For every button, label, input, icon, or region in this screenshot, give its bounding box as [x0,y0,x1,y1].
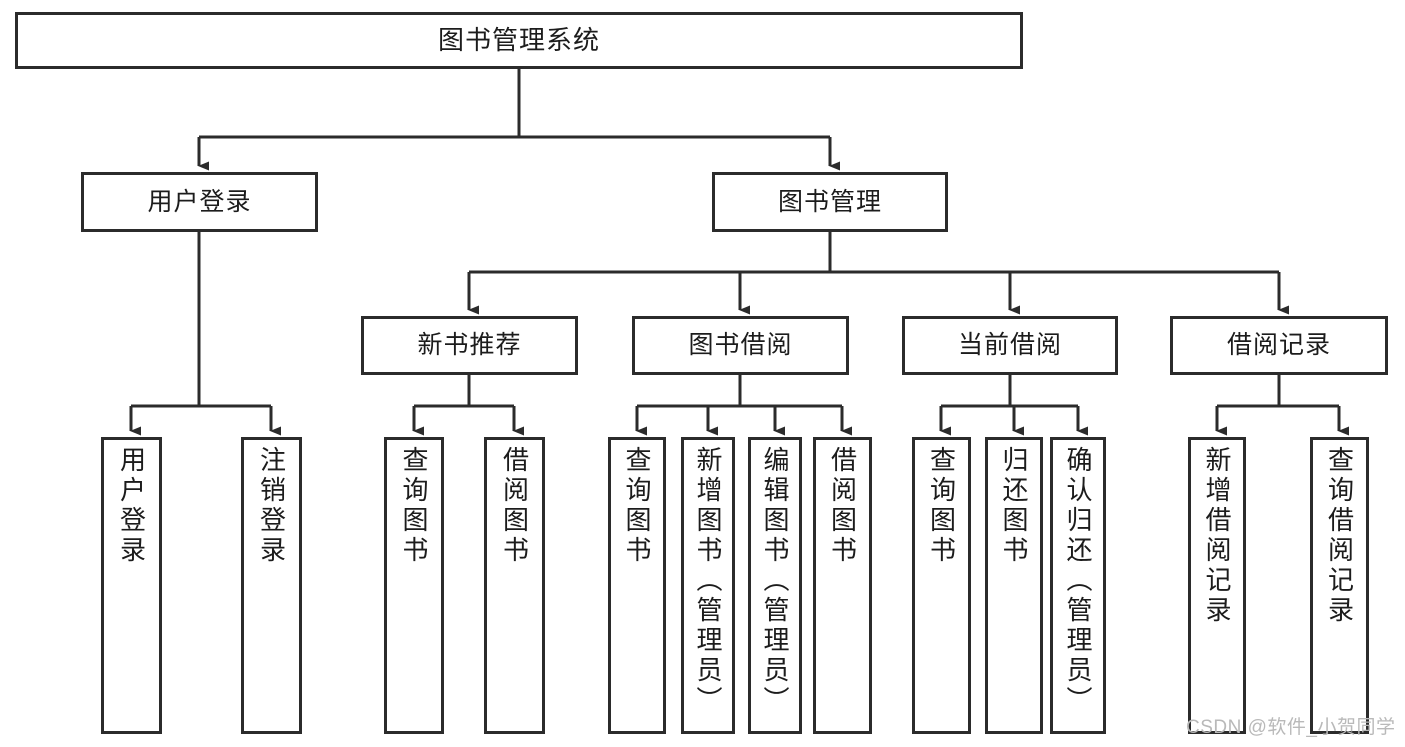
node-label: 新增图书（管理员） [693,446,723,716]
node-label: 图书借阅 [688,331,793,359]
node-leaf-query-book-recommend[interactable]: 查询图书 [384,437,444,734]
node-label: 查询借阅记录 [1324,446,1355,626]
node-label: 借阅图书 [827,446,858,566]
node-user-login[interactable]: 用户登录 [81,172,318,232]
node-label: 借阅图书 [499,446,530,566]
node-book-manage[interactable]: 图书管理 [712,172,948,232]
node-label: 借阅记录 [1226,331,1331,359]
node-label: 用户登录 [147,187,252,216]
node-label: 图书管理系统 [437,25,600,56]
node-leaf-borrow-book-recommend[interactable]: 借阅图书 [484,437,545,734]
node-leaf-confirm-return[interactable]: 确认归还（管理员） [1050,437,1106,734]
node-borrow-record[interactable]: 借阅记录 [1170,316,1388,375]
watermark: CSDN @软件_小贺同学 [1186,717,1396,738]
node-leaf-user-login[interactable]: 用户登录 [101,437,162,734]
node-label: 查询图书 [622,446,652,566]
node-leaf-query-book-borrow[interactable]: 查询图书 [608,437,666,734]
node-label: 确认归还（管理员） [1063,446,1093,716]
node-label: 当前借阅 [957,331,1062,359]
node-leaf-borrow-book[interactable]: 借阅图书 [813,437,872,734]
node-label: 用户登录 [116,446,147,566]
node-leaf-return-book[interactable]: 归还图书 [985,437,1043,734]
node-leaf-add-borrow-record[interactable]: 新增借阅记录 [1188,437,1246,734]
node-label: 查询图书 [399,446,429,566]
node-label: 图书管理 [777,187,882,216]
node-leaf-query-borrow-record[interactable]: 查询借阅记录 [1310,437,1369,734]
node-leaf-edit-book[interactable]: 编辑图书（管理员） [748,437,802,734]
node-label: 查询图书 [926,446,957,566]
node-label: 新增借阅记录 [1202,446,1232,626]
node-root-system[interactable]: 图书管理系统 [15,12,1023,69]
node-leaf-logout[interactable]: 注销登录 [241,437,302,734]
node-leaf-add-book[interactable]: 新增图书（管理员） [681,437,735,734]
node-current-borrow[interactable]: 当前借阅 [902,316,1118,375]
node-label: 注销登录 [256,446,287,566]
node-book-borrow[interactable]: 图书借阅 [632,316,849,375]
node-label: 归还图书 [999,446,1029,566]
node-label: 新书推荐 [417,331,522,359]
node-label: 编辑图书（管理员） [760,446,790,716]
node-leaf-query-book-current[interactable]: 查询图书 [912,437,971,734]
node-new-book-recommend[interactable]: 新书推荐 [361,316,578,375]
